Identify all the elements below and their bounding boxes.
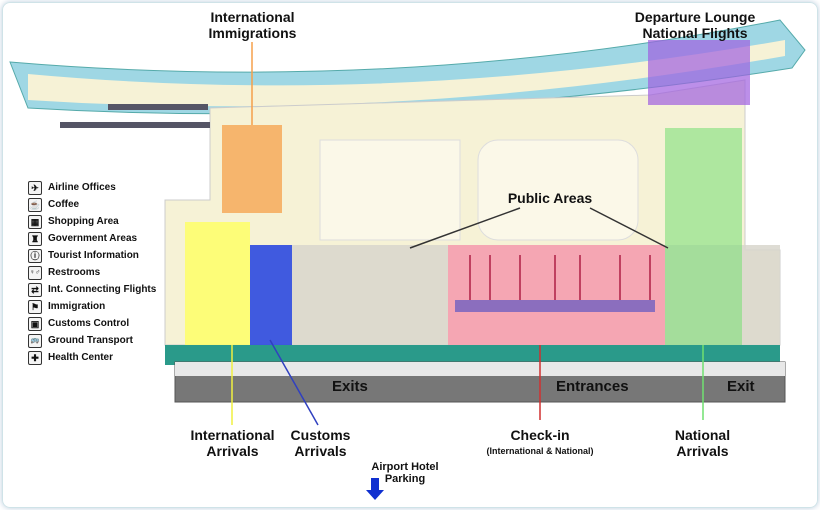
national-arrivals-zone: [665, 128, 742, 345]
immigration-zone: [222, 125, 282, 213]
curb-strip: [165, 345, 780, 365]
legend-label: Ground Transport: [48, 335, 133, 346]
legend-item: 🚌 Ground Transport: [28, 332, 156, 349]
public-areas-label: Public Areas: [507, 190, 593, 206]
legend-item: ☕ Coffee: [28, 196, 156, 213]
legend-item: ⇄ Int. Connecting Flights: [28, 281, 156, 298]
legend-label: Restrooms: [48, 267, 101, 278]
national-arrivals-label: National Arrivals: [674, 427, 731, 459]
legend-label: Int. Connecting Flights: [48, 284, 157, 295]
exits-label: Exits: [332, 378, 368, 395]
airline-offices-icon: ✈: [28, 180, 42, 195]
checkin-belt: [455, 300, 655, 312]
restrooms-icon: ♀♂: [28, 265, 42, 280]
legend-item: ⓘ Tourist Information: [28, 247, 156, 264]
immigration-icon: ⚑: [28, 299, 42, 314]
concourse-floor: [28, 40, 785, 107]
checkin-zone: [448, 245, 665, 345]
legend-label: Coffee: [48, 199, 80, 210]
legend-label: Government Areas: [48, 233, 138, 244]
legend-label: Tourist Information: [48, 250, 139, 261]
leader-lines: [231, 42, 704, 426]
sidewalk: [175, 362, 785, 376]
legend-label: Health Center: [48, 352, 114, 363]
ground-transport-icon: 🚌: [28, 333, 42, 348]
international-immigrations-label: International Immigrations: [208, 9, 297, 41]
legend-item: ▦ Shopping Area: [28, 213, 156, 230]
legend-label: Airline Offices: [48, 182, 116, 193]
legend-item: ♀♂ Restrooms: [28, 264, 156, 281]
exit-label: Exit: [727, 378, 755, 395]
legend-label: Immigration: [48, 301, 106, 312]
shopping-icon: ▦: [28, 214, 42, 229]
legend-item: ⚑ Immigration: [28, 298, 156, 315]
down-arrow-icon: [366, 478, 384, 500]
legend-label: Shopping Area: [48, 216, 119, 227]
international-arrivals-label: International Arrivals: [190, 427, 275, 459]
seating: [60, 104, 210, 128]
entrances-label: Entrances: [556, 378, 629, 395]
courtyard: [477, 139, 639, 241]
legend-label: Customs Control: [48, 318, 130, 329]
hotel-parking-label: Airport Hotel Parking: [371, 461, 439, 485]
legend: ✈Airline Offices ☕Coffee ▦Shopping Area …: [28, 179, 156, 366]
customs-arrivals-label: Customs Arrivals: [290, 427, 351, 459]
customs-zone: [250, 245, 292, 345]
courtyard: [319, 139, 461, 241]
connecting-flights-icon: ⇄: [28, 282, 42, 297]
check-in-label: Check-in: [510, 427, 570, 443]
departure-lounge-label: Departure Lounge National Flights: [634, 9, 756, 41]
check-in-sublabel: (International & National): [486, 446, 594, 456]
international-arrivals-zone: [185, 222, 250, 345]
checkin-counters: [469, 255, 651, 300]
government-icon: ♜: [28, 231, 42, 246]
legend-item: ✈ Airline Offices: [28, 179, 156, 196]
legend-item: ▣ Customs Control: [28, 315, 156, 332]
coffee-icon: ☕: [28, 197, 42, 212]
tourist-info-icon: ⓘ: [28, 248, 42, 263]
legend-item: ✚ Health Center: [28, 349, 156, 366]
customs-icon: ▣: [28, 316, 42, 331]
departure-lounge-zone: [648, 40, 750, 105]
legend-item: ♜ Government Areas: [28, 230, 156, 247]
health-center-icon: ✚: [28, 350, 42, 365]
